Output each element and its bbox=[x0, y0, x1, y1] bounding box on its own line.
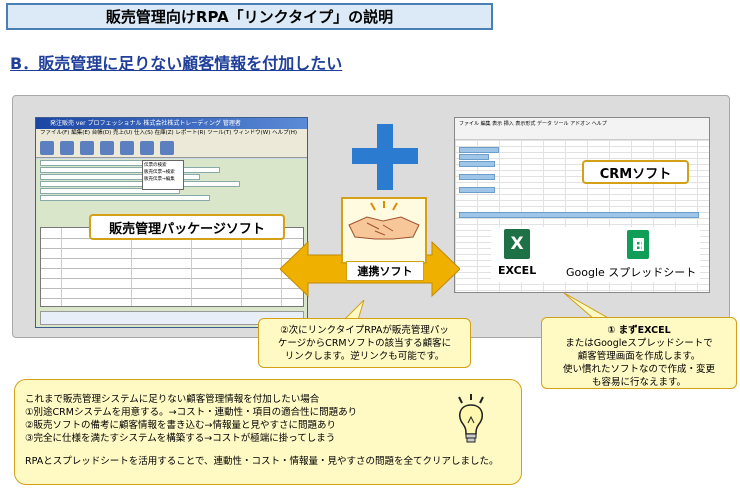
summary-conclusion: RPAとスプレッドシートを活用することで、連動性・コスト・情報量・見やすさの問題… bbox=[25, 456, 499, 467]
crm-software-label: CRMソフト bbox=[582, 160, 689, 184]
toolbar-save-icon bbox=[120, 141, 134, 155]
excel-label: EXCEL bbox=[498, 264, 537, 277]
plus-icon-bar bbox=[352, 148, 418, 164]
callout-step-1: ① まずEXCEL またはGoogleスプレッドシートで 顧客管理画面を作成しま… bbox=[541, 317, 737, 389]
google-sheets-icon bbox=[627, 230, 649, 259]
form-row bbox=[40, 181, 240, 187]
sheet-cell-block bbox=[459, 187, 495, 193]
callout-line: ケージからCRMソフトの該当する顧客に bbox=[277, 338, 452, 349]
toolbar-forward-icon bbox=[60, 141, 74, 155]
callout-line: リンクします。逆リンクも可能です。 bbox=[284, 351, 445, 362]
sales-dropdown-menu: 伝票の検索 販売伝票→検索 販売伝票→編集 bbox=[142, 160, 184, 190]
callout-step-2: ②次にリンクタイプRPAが販売管理パッ ケージからCRMソフトの該当する顧客に … bbox=[258, 318, 471, 368]
google-sheets-label: Google スプレッドシート bbox=[566, 266, 697, 279]
sales-package-label: 販売管理パッケージソフト bbox=[89, 214, 285, 240]
callout-line: またはGoogleスプレッドシートで bbox=[565, 338, 713, 349]
dropdown-item: 伝票の検索 bbox=[144, 163, 167, 168]
page-title-text: 販売管理向けRPA「リンクタイプ」の説明 bbox=[105, 8, 394, 26]
toolbar-back-icon bbox=[40, 141, 54, 155]
form-row bbox=[40, 167, 220, 173]
form-row bbox=[40, 174, 200, 180]
callout-line: ②次にリンクタイプRPAが販売管理パッ bbox=[280, 325, 449, 336]
toolbar-search-icon bbox=[80, 141, 94, 155]
sales-menu-bar: ファイル(F) 編集(E) 台帳(D) 売上(U) 仕入(S) 在庫(Z) レポ… bbox=[36, 129, 307, 138]
dropdown-item: 販売伝票→編集 bbox=[144, 177, 175, 182]
sheet-cell-block bbox=[459, 174, 495, 180]
summary-line: ②販売ソフトの備考に顧客情報を書き込む→情報量と見やすさに問題あり bbox=[25, 420, 336, 431]
sales-detail-grid bbox=[40, 227, 304, 307]
callout-2-pointer bbox=[343, 300, 365, 320]
handshake-illustration bbox=[341, 197, 427, 264]
summary-line: ①別途CRMシステムを用意する。→コスト・連動性・項目の適合性に問題あり bbox=[25, 407, 358, 418]
page-title: 販売管理向けRPA「リンクタイプ」の説明 bbox=[6, 3, 493, 30]
toolbar-print-icon bbox=[100, 141, 114, 155]
callout-line: も容易に行なえます。 bbox=[591, 377, 687, 388]
excel-icon: X bbox=[504, 229, 530, 259]
form-row bbox=[40, 195, 210, 201]
handshake-icon bbox=[348, 201, 420, 240]
sheet-cell-block bbox=[459, 147, 499, 153]
sheet-menu-bar: ファイル 編集 表示 挿入 表示形式 データ ツール アドオン ヘルプ bbox=[455, 118, 709, 140]
toolbar-help-icon bbox=[160, 141, 174, 155]
form-row bbox=[40, 188, 180, 194]
summary-box: これまで販売管理システムに足りない顧客管理情報を付加したい場合 ①別途CRMシス… bbox=[14, 379, 522, 485]
sales-app-screenshot: 発注販売 ver プロフェッショナル 株式会社株式トレーディング 管理者 ファイ… bbox=[35, 117, 308, 328]
callout-line: 顧客管理画面を作成します。 bbox=[577, 351, 701, 362]
dropdown-item: 販売伝票→検索 bbox=[144, 170, 175, 175]
callout-line: 使い慣れたソフトなので作成・変更 bbox=[562, 364, 715, 375]
link-software-label: 連携ソフト bbox=[346, 261, 424, 281]
summary-line: これまで販売管理システムに足りない顧客管理情報を付加したい場合 bbox=[25, 394, 320, 405]
callout-1-pointer bbox=[563, 293, 612, 319]
sheet-cell-block bbox=[459, 161, 495, 167]
lightbulb-icon bbox=[458, 394, 484, 443]
sheet-cell-block bbox=[459, 154, 489, 160]
summary-line: ③完全に仕様を満たすシステムを構築する→コストが極端に掛ってしまう bbox=[25, 433, 336, 444]
toolbar-delete-icon bbox=[140, 141, 154, 155]
section-subtitle: B．販売管理に足りない顧客情報を付加したい bbox=[10, 54, 343, 73]
callout-line: ① まずEXCEL bbox=[607, 325, 671, 336]
sheet-header-row bbox=[459, 212, 699, 218]
sales-toolbar bbox=[36, 138, 307, 158]
sales-window-titlebar: 発注販売 ver プロフェッショナル 株式会社株式トレーディング 管理者 bbox=[36, 118, 307, 129]
